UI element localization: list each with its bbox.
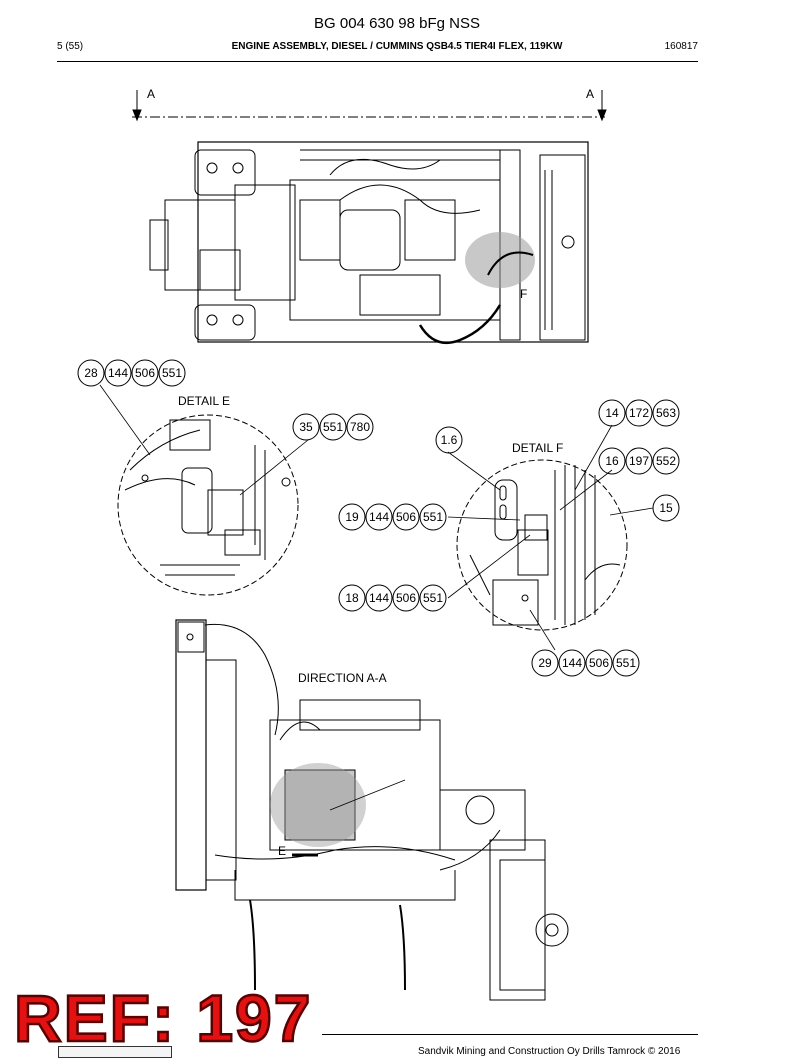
callout-number: 144 xyxy=(369,591,389,605)
document-title: BG 004 630 98 bFg NSS xyxy=(314,15,480,32)
detail-e-view xyxy=(117,414,299,596)
engine-side-view xyxy=(175,619,569,1001)
assembly-title: ENGINE ASSEMBLY, DIESEL / CUMMINS QSB4.5… xyxy=(231,41,563,52)
callout-number: 551 xyxy=(423,591,443,605)
callout-c2 xyxy=(292,413,374,441)
header-rule xyxy=(57,61,698,62)
callout-number: 144 xyxy=(369,510,389,524)
callout-number: 551 xyxy=(323,420,343,434)
callout-number: 144 xyxy=(562,656,582,670)
callout-c7 xyxy=(338,584,447,612)
callout-number: 506 xyxy=(396,591,416,605)
callout-number: 506 xyxy=(135,366,155,380)
dim-label: 1.6 xyxy=(441,433,458,447)
callout-number: 18 xyxy=(345,591,359,605)
callout-number: 16 xyxy=(605,454,619,468)
section-label-a-right: A xyxy=(586,87,594,101)
marker-f-label: F xyxy=(520,287,527,301)
callout-number: 35 xyxy=(299,420,313,434)
callout-c8 xyxy=(531,649,640,677)
callout-c3 xyxy=(598,399,680,427)
callout-c4 xyxy=(598,447,680,475)
engine-top-view xyxy=(149,141,589,345)
callout-number: 28 xyxy=(84,366,98,380)
callout-number: 29 xyxy=(538,656,552,670)
callout-number: 144 xyxy=(108,366,128,380)
callout-number: 14 xyxy=(605,406,619,420)
dim-bubble xyxy=(435,426,463,454)
footer-rule xyxy=(322,1034,698,1035)
callout-number: 551 xyxy=(162,366,182,380)
reference-stamp: REF: 197 xyxy=(13,981,313,1055)
section-label-a-left: A xyxy=(147,87,155,101)
page-number: 5 (55) xyxy=(57,41,84,52)
callout-c5 xyxy=(652,494,680,522)
marker-e-label: E xyxy=(278,844,286,858)
document-date: 160817 xyxy=(664,41,698,52)
detail-f-label: DETAIL F xyxy=(512,441,563,455)
footer-copyright: Sandvik Mining and Construction Oy Drill… xyxy=(418,1046,681,1057)
callout-number: 19 xyxy=(345,510,359,524)
callout-number: 551 xyxy=(423,510,443,524)
callout-c6 xyxy=(338,503,447,531)
callout-number: 172 xyxy=(629,406,649,420)
callout-number: 780 xyxy=(350,420,370,434)
callout-c1 xyxy=(77,359,186,387)
callout-number: 506 xyxy=(396,510,416,524)
detail-e-label: DETAIL E xyxy=(178,394,230,408)
direction-label: DIRECTION A-A xyxy=(298,671,387,685)
leader-lines xyxy=(99,384,654,811)
callout-number: 197 xyxy=(629,454,649,468)
detail-f-view xyxy=(456,459,628,631)
callout-number: 15 xyxy=(659,501,673,515)
callout-number: 506 xyxy=(589,656,609,670)
callout-number: 552 xyxy=(656,454,676,468)
company-logo xyxy=(58,1046,172,1058)
section-line-a-a xyxy=(132,90,607,122)
callout-number: 563 xyxy=(656,406,676,420)
callout-number: 551 xyxy=(616,656,636,670)
